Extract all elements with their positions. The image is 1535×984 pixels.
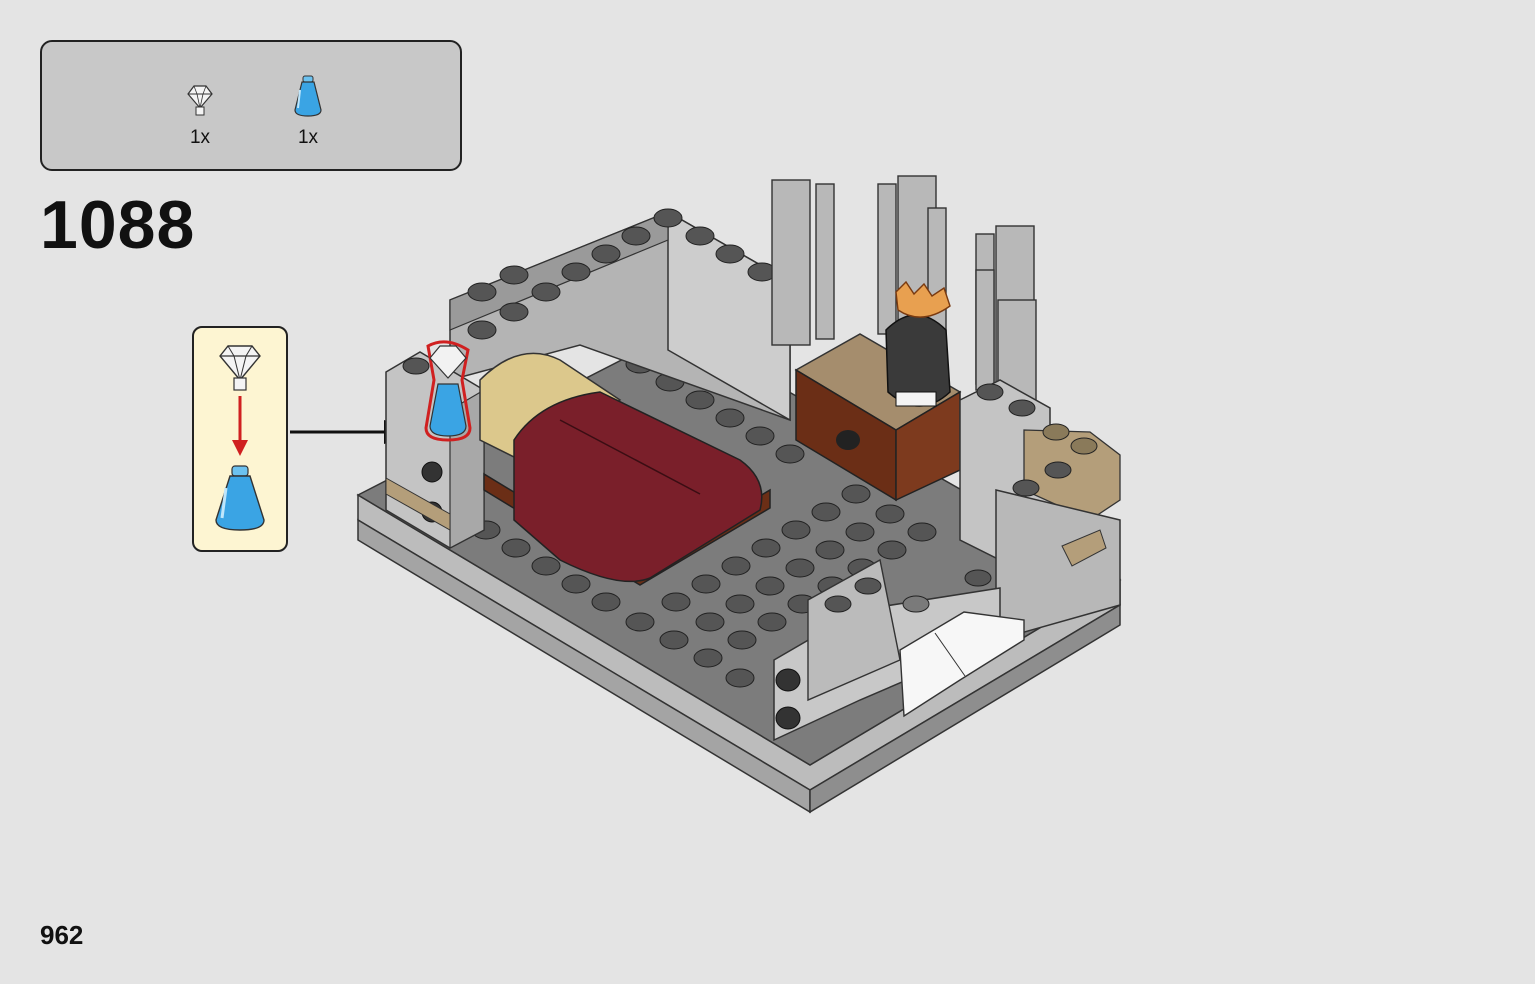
step-number: 1088	[40, 187, 196, 263]
wall-studs	[467, 208, 777, 340]
front-right-block	[773, 558, 1025, 742]
right-pillar	[959, 379, 1121, 641]
page-number: 962	[40, 920, 84, 950]
blue-cone-icon	[294, 75, 322, 117]
part-clear-jewel: 1x	[170, 80, 230, 149]
part-blue-cone: 1x	[278, 72, 338, 149]
sub-assembly-diagram	[215, 345, 265, 531]
part-qty: 1x	[297, 127, 319, 148]
part-qty: 1x	[189, 127, 211, 148]
sub-assembly-callout	[192, 326, 288, 552]
blue-cone-icon	[215, 465, 265, 531]
red-down-arrow-icon	[232, 396, 248, 456]
back-left-wall	[449, 210, 791, 422]
clear-jewel-icon	[187, 85, 213, 116]
clear-jewel-icon	[219, 345, 261, 391]
blue-bottle-new-part	[424, 340, 472, 442]
parts-list-box: 1x 1x	[40, 40, 462, 171]
back-columns	[771, 175, 1037, 401]
helmet-with-crown	[885, 280, 951, 407]
bed	[479, 352, 771, 586]
